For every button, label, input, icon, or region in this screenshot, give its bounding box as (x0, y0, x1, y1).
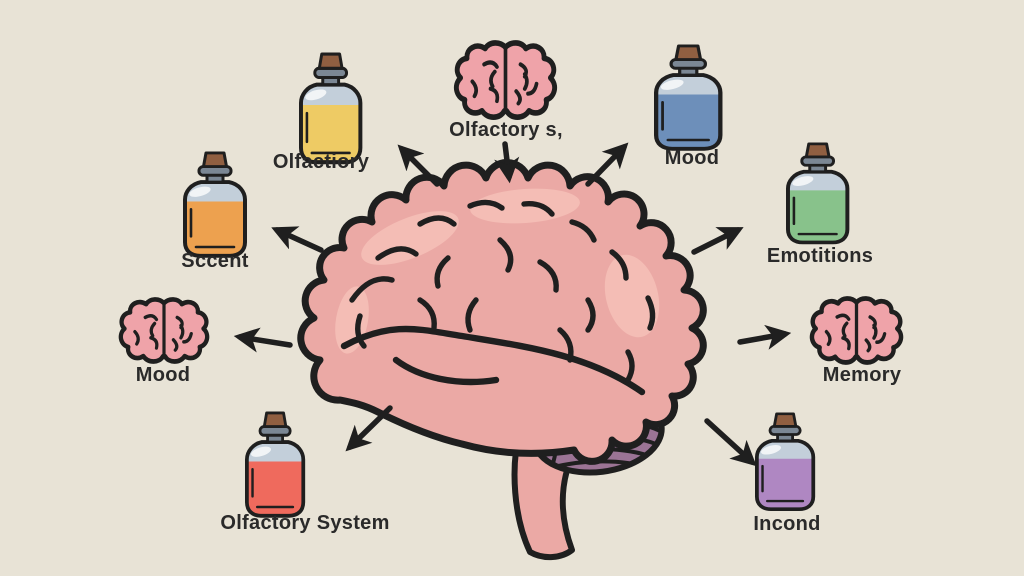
bottle-olfactory-system (244, 411, 306, 518)
arrow-to-olfactiory (397, 144, 440, 187)
arrow-to-olfactory-system (345, 405, 393, 452)
arrow-to-incond (704, 418, 757, 467)
small-brain-memory (812, 298, 901, 362)
cork-icon (317, 52, 344, 70)
bottle-olfactiory (301, 52, 360, 162)
arrow-to-mood-brain (233, 327, 293, 353)
cork-icon (772, 412, 798, 428)
arrow-to-mood-bottle (585, 142, 629, 187)
small-brain-olfactory-s (456, 43, 554, 117)
arrow-to-emotitions (691, 227, 744, 255)
small-brain-mood (121, 299, 207, 361)
bottle-sccent (183, 151, 247, 258)
cerebrum (297, 159, 707, 465)
cork-icon (262, 411, 288, 428)
label-memory: Memory (822, 364, 902, 386)
arrow-from-olfactory-s (494, 141, 520, 184)
bottle-mood (656, 44, 720, 149)
arrow-to-sccent (271, 226, 324, 253)
label-mood-brain: Mood (135, 364, 191, 386)
label-incond: Incond (753, 513, 821, 535)
label-olfactory-system: Olfactory System (220, 512, 390, 534)
arrows (233, 141, 792, 467)
label-mood-bottle: Mood (664, 147, 720, 169)
label-olfactiory: Olfactiory (272, 151, 370, 173)
arrow-to-memory (737, 324, 792, 350)
cork-icon (674, 44, 703, 62)
cork-icon (202, 151, 228, 169)
cork-icon (804, 142, 831, 159)
bottle-incond (755, 412, 816, 512)
central-brain-illustration (297, 159, 707, 560)
label-emotitions: Emotitions (766, 245, 874, 267)
label-sccent: Sccent (181, 250, 249, 272)
label-olfactory-s: Olfactory s, (449, 119, 563, 141)
bottle-emotitions (785, 142, 850, 245)
